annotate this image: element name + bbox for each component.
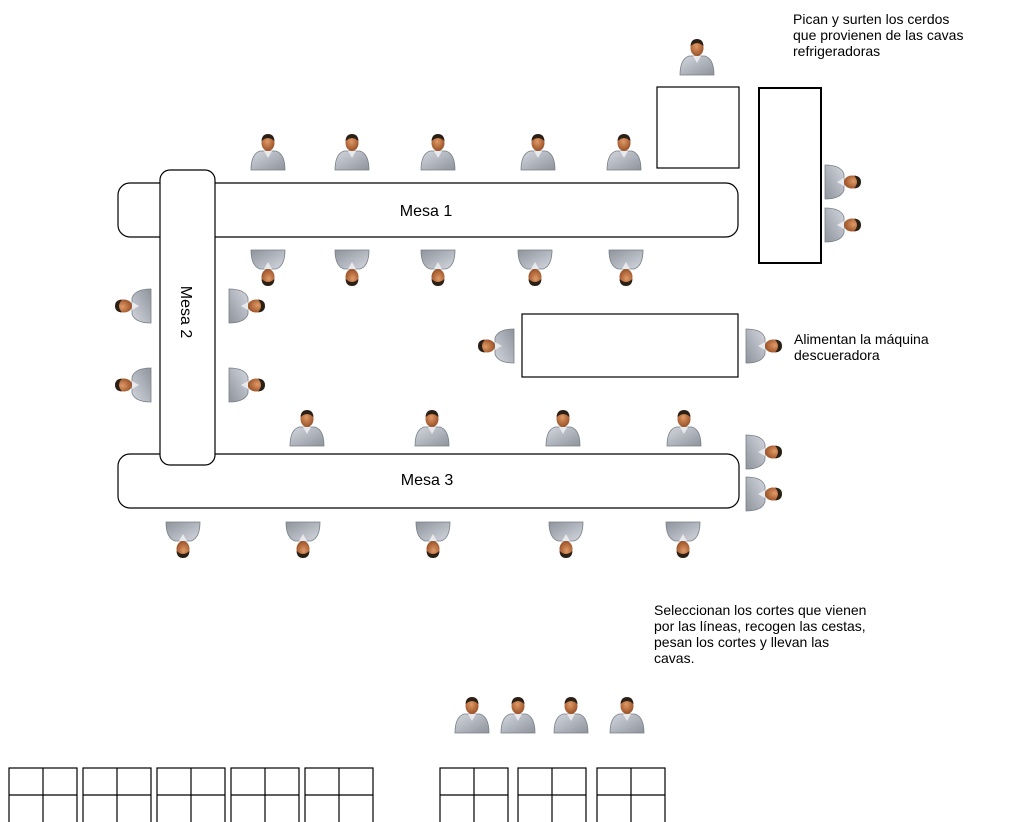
note-seleccion: Seleccionan los cortes que vienen por la… xyxy=(654,602,866,666)
worker-person-icon xyxy=(545,409,581,447)
worker-person-icon xyxy=(608,249,644,287)
worker-person-icon xyxy=(114,288,152,324)
worker-person-icon xyxy=(609,696,645,734)
note-descueradora-line-1: Alimentan la máquina xyxy=(794,331,929,347)
note-picadores-line-1: Pican y surten los cerdos xyxy=(793,11,950,27)
worker-person-icon xyxy=(745,476,783,512)
worker-person-icon xyxy=(420,249,456,287)
worker-person-icon xyxy=(250,133,286,171)
worker-person-icon xyxy=(679,38,715,76)
worker-person-icon xyxy=(228,367,266,403)
descueradora-machine xyxy=(521,313,739,378)
note-descueradora: Alimentan la máquina descueradora xyxy=(794,331,929,363)
mesa-3 xyxy=(117,453,740,509)
worker-person-icon xyxy=(824,207,862,243)
note-seleccion-line-2: por las líneas, recogen las cestas, xyxy=(654,618,866,634)
worker-person-icon xyxy=(250,249,286,287)
note-seleccion-line-1: Seleccionan los cortes que vienen xyxy=(654,602,867,618)
worker-person-icon xyxy=(745,434,783,470)
cava-rack xyxy=(304,767,374,822)
prep-box-right xyxy=(758,87,822,264)
worker-person-icon xyxy=(285,521,321,559)
worker-person-icon xyxy=(334,249,370,287)
note-seleccion-line-4: cavas. xyxy=(654,650,695,666)
worker-person-icon xyxy=(745,328,783,364)
cava-rack xyxy=(439,767,509,822)
mesa-3-label: Mesa 3 xyxy=(401,472,454,489)
worker-person-icon xyxy=(289,409,325,447)
worker-person-icon xyxy=(477,328,515,364)
worker-person-icon xyxy=(114,367,152,403)
note-picadores-line-2: que provienen de las cavas xyxy=(793,27,964,43)
note-seleccion-line-3: pesan los cortes y llevan las xyxy=(654,634,830,650)
mesa-2 xyxy=(159,169,216,466)
note-picadores-line-3: refrigeradoras xyxy=(793,43,881,59)
worker-person-icon xyxy=(606,133,642,171)
mesa-2-label: Mesa 2 xyxy=(177,286,194,339)
worker-person-icon xyxy=(548,521,584,559)
cava-rack xyxy=(156,767,226,822)
worker-person-icon xyxy=(415,521,451,559)
cavas-racks xyxy=(8,767,666,822)
worker-person-icon xyxy=(824,164,862,200)
note-descueradora-line-2: descueradora xyxy=(794,347,880,363)
worker-person-icon xyxy=(666,409,702,447)
note-picadores: Pican y surten los cerdos que provienen … xyxy=(793,11,963,59)
worker-person-icon xyxy=(553,696,589,734)
worker-person-icon xyxy=(500,696,536,734)
prep-box-left xyxy=(656,86,740,169)
cava-rack xyxy=(8,767,78,822)
mesa-1-label: Mesa 1 xyxy=(400,203,453,220)
cava-rack xyxy=(230,767,300,822)
worker-person-icon xyxy=(454,696,490,734)
worker-person-icon xyxy=(665,521,701,559)
worker-person-icon xyxy=(165,521,201,559)
mesa-1 xyxy=(117,182,739,238)
worker-person-icon xyxy=(520,133,556,171)
cava-rack xyxy=(517,767,587,822)
cava-rack xyxy=(82,767,152,822)
worker-person-icon xyxy=(414,409,450,447)
worker-person-icon xyxy=(420,133,456,171)
cava-rack xyxy=(596,767,666,822)
worker-person-icon xyxy=(228,288,266,324)
worker-person-icon xyxy=(517,249,553,287)
worker-person-icon xyxy=(334,133,370,171)
